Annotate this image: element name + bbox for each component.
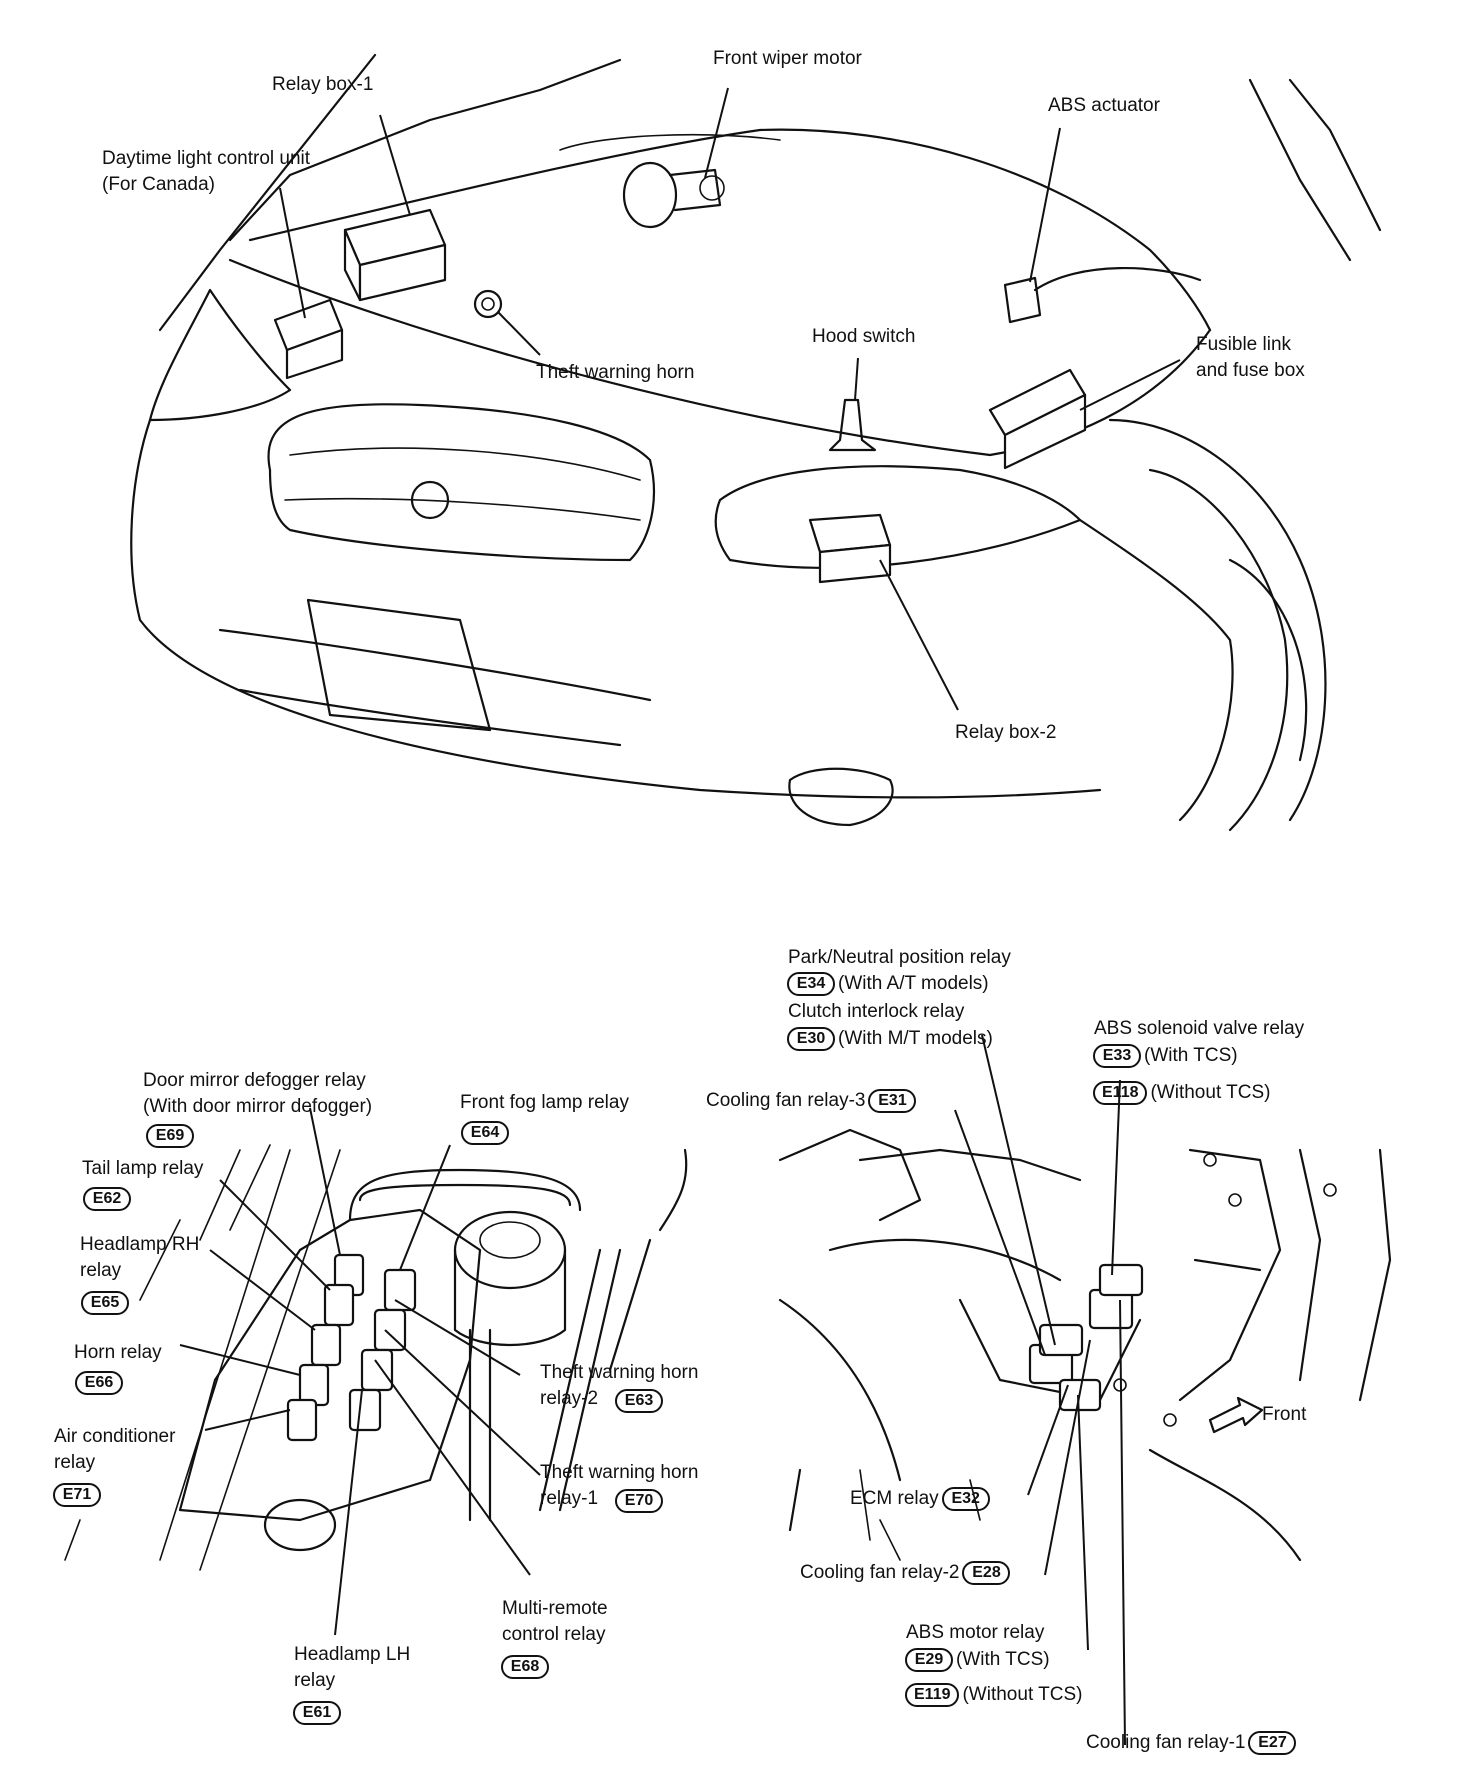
label-multi-remote: Multi-remote	[502, 1598, 608, 1619]
label-door-mirror-defogger-relay: Door mirror defogger relay	[143, 1070, 366, 1091]
connector-e65: E65	[78, 1290, 132, 1316]
connector-e118-row: E118(Without TCS)	[1090, 1080, 1271, 1106]
connector-e119-row: E119(Without TCS)	[902, 1682, 1083, 1708]
label-air-conditioner-relay: relay	[54, 1452, 96, 1473]
relay-box-1-illustration	[64, 1107, 688, 1636]
label-relay-box-1: Relay box-1	[272, 74, 374, 95]
label-hood-switch: Hood switch	[812, 326, 916, 347]
label-front: Front	[1262, 1404, 1307, 1425]
label-theft-warning-horn-relay-1: Theft warning horn	[540, 1462, 699, 1483]
label-theft-warning-horn-relay-2: Theft warning horn	[540, 1362, 699, 1383]
label-relay-2: relay-2	[540, 1388, 599, 1409]
label-abs-actuator: ABS actuator	[1048, 95, 1160, 116]
label-theft-warning-horn: Theft warning horn	[536, 362, 695, 383]
connector-e66: E66	[72, 1370, 126, 1396]
label-daytime-light-control-unit: Daytime light control unit	[102, 148, 311, 169]
connector-e63: E63	[612, 1388, 666, 1414]
label-fuse-box: and fuse box	[1196, 360, 1305, 381]
connector-e69: E69	[143, 1123, 197, 1149]
label-clutch-interlock-relay: Clutch interlock relay	[788, 1001, 965, 1022]
label-air-conditioner: Air conditioner	[54, 1426, 176, 1447]
connector-e34-row: E34(With A/T models)	[784, 971, 989, 997]
label-abs-motor-relay: ABS motor relay	[906, 1622, 1045, 1643]
label-front-wiper-motor: Front wiper motor	[713, 48, 862, 69]
connector-e29-row: E29(With TCS)	[902, 1647, 1050, 1673]
label-tail-lamp-relay: Tail lamp relay	[82, 1158, 204, 1179]
label-relay-box-2: Relay box-2	[955, 722, 1057, 743]
connector-e30-row: E30(With M/T models)	[784, 1026, 993, 1052]
label-daytime-light-note: (For Canada)	[102, 174, 215, 195]
label-park-neutral-position-relay: Park/Neutral position relay	[788, 947, 1011, 968]
vehicle-front-illustration	[130, 53, 1382, 832]
label-control-relay: control relay	[502, 1624, 606, 1645]
label-headlamp-lh-relay: relay	[294, 1670, 336, 1691]
connector-e70: E70	[612, 1488, 666, 1514]
label-horn-relay: Horn relay	[74, 1342, 162, 1363]
relay-box-2-illustration	[778, 1034, 1392, 1746]
connector-e62: E62	[80, 1186, 134, 1212]
label-headlamp-rh-relay: relay	[80, 1260, 122, 1281]
connector-e71: E71	[50, 1482, 104, 1508]
label-headlamp-rh: Headlamp RH	[80, 1234, 200, 1255]
connector-e33-row: E33(With TCS)	[1090, 1043, 1238, 1069]
connector-e68: E68	[498, 1654, 552, 1680]
label-door-mirror-defogger-note: (With door mirror defogger)	[143, 1096, 373, 1117]
label-front-fog-lamp-relay: Front fog lamp relay	[460, 1092, 629, 1113]
connector-e64: E64	[458, 1120, 512, 1146]
label-abs-solenoid-valve-relay: ABS solenoid valve relay	[1094, 1018, 1305, 1039]
label-fusible-link: Fusible link	[1196, 334, 1292, 355]
label-relay-1: relay-1	[540, 1488, 599, 1509]
connector-e61: E61	[290, 1700, 344, 1726]
label-headlamp-lh: Headlamp LH	[294, 1644, 411, 1665]
